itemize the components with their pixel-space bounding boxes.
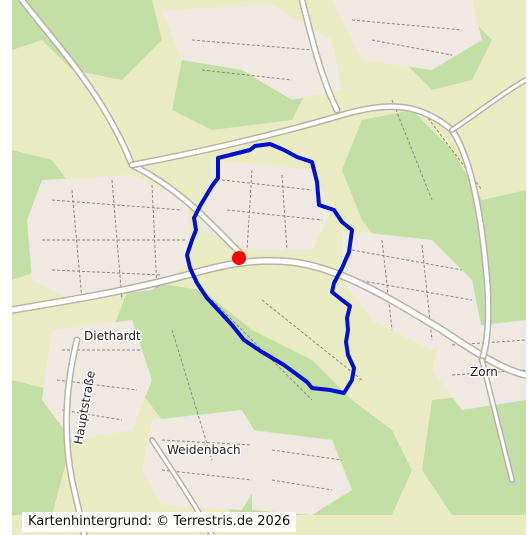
- main-roads: [12, 0, 526, 535]
- place-label-diethardt: Diethardt: [84, 329, 141, 343]
- footpaths: [42, 19, 526, 491]
- area-boundary[interactable]: [185, 142, 356, 395]
- location-marker[interactable]: [232, 251, 246, 265]
- map-attribution: Kartenhintergrund: © Terrestris.de 2026: [22, 512, 297, 532]
- map-view[interactable]: Diethardt Weidenbach Zorn Hauptstraße: [12, 0, 526, 535]
- place-label-zorn: Zorn: [470, 365, 498, 379]
- map-canvas[interactable]: Diethardt Weidenbach Zorn Hauptstraße: [12, 0, 526, 535]
- place-label-weidenbach: Weidenbach: [167, 443, 241, 457]
